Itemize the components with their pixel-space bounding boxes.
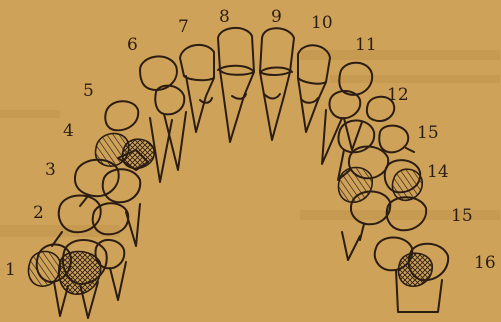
label-tooth-7: 7 — [178, 17, 189, 37]
label-tooth-15-upper: 15 — [417, 123, 439, 143]
label-tooth-15-lower: 15 — [451, 206, 473, 226]
label-tooth-14: 14 — [427, 162, 449, 182]
label-tooth-2: 2 — [33, 203, 44, 223]
label-tooth-11: 11 — [355, 35, 377, 55]
label-tooth-3: 3 — [45, 160, 56, 180]
crosshatched-tooth-left-mid — [122, 139, 154, 168]
label-tooth-16: 16 — [474, 253, 496, 273]
label-tooth-5: 5 — [83, 81, 94, 101]
label-tooth-6: 6 — [127, 35, 138, 55]
label-tooth-1: 1 — [5, 260, 16, 280]
label-tooth-10: 10 — [311, 13, 333, 33]
label-tooth-9: 9 — [271, 7, 282, 27]
hatched-tooth-right-2 — [392, 169, 422, 200]
label-tooth-4: 4 — [63, 121, 74, 141]
label-tooth-8: 8 — [219, 7, 230, 27]
label-tooth-12: 12 — [387, 85, 409, 105]
